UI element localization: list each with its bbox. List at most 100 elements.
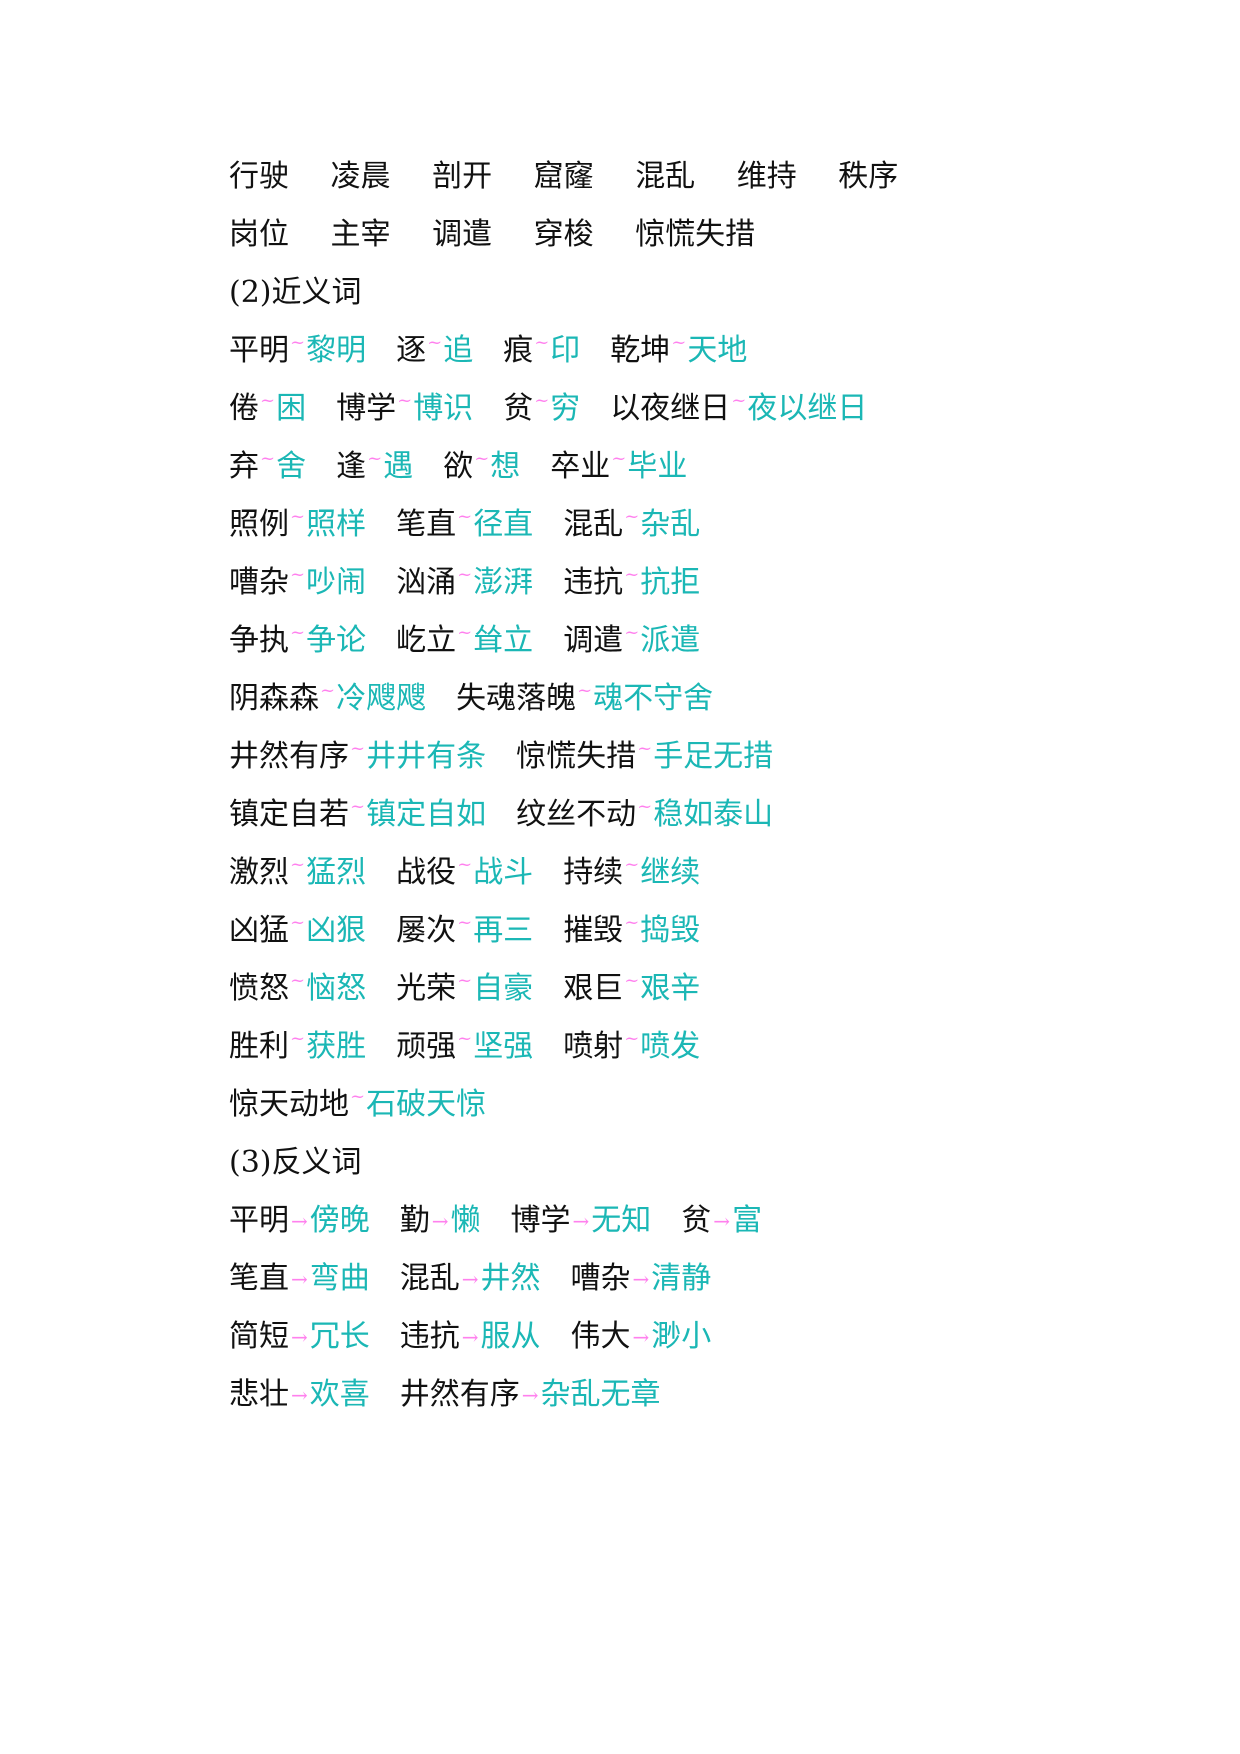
tilde-icon: ~ <box>350 796 366 817</box>
answer-word: 争论 <box>306 623 367 658</box>
synonym-pair: 激烈~猛烈 <box>229 844 366 902</box>
answer-word: 天地 <box>687 333 748 368</box>
source-word: 井然有序 <box>399 1377 520 1412</box>
tilde-icon: ~ <box>624 622 640 643</box>
synonym-pair: 喷射~喷发 <box>563 1018 700 1076</box>
synonym-pair: 持续~继续 <box>563 844 700 902</box>
answer-word: 澎湃 <box>473 565 534 600</box>
source-word: 屡次 <box>396 913 457 948</box>
answer-word: 自豪 <box>473 971 534 1006</box>
vocab-word: 主宰 <box>330 217 391 252</box>
source-word: 弃 <box>229 449 259 484</box>
tilde-icon: ~ <box>637 796 653 817</box>
tilde-icon: ~ <box>290 506 306 527</box>
antonym-pair: 贫→富 <box>681 1192 762 1252</box>
source-word: 调遣 <box>563 623 624 658</box>
tilde-icon: ~ <box>290 854 306 875</box>
synonym-list: 平明~黎明逐~追痕~印乾坤~天地倦~困博学~博识贫~穷以夜继日~夜以继日弃~舍逢… <box>229 322 1129 1134</box>
answer-word: 杂乱 <box>640 507 701 542</box>
arrow-right-icon: → <box>632 1267 650 1291</box>
tilde-icon: ~ <box>367 448 383 469</box>
synonym-pair: 调遣~派遣 <box>563 612 700 670</box>
synonym-line: 倦~困博学~博识贫~穷以夜继日~夜以继日 <box>229 380 1129 438</box>
antonym-pair: 勤→懒 <box>400 1192 481 1252</box>
source-word: 胜利 <box>229 1029 289 1064</box>
answer-word: 井井有条 <box>366 739 487 774</box>
tilde-icon: ~ <box>457 506 473 527</box>
answer-word: 径直 <box>473 507 534 542</box>
tilde-icon: ~ <box>320 680 336 701</box>
answer-word: 手足无措 <box>653 739 774 774</box>
answer-word: 战斗 <box>473 855 534 890</box>
antonym-line: 平明→傍晚勤→懒博学→无知贫→富 <box>229 1192 1129 1250</box>
source-word: 逐 <box>396 333 427 368</box>
tilde-icon: ~ <box>624 912 640 933</box>
synonym-pair: 艰巨~艰辛 <box>563 960 700 1018</box>
source-word: 喷射 <box>563 1029 624 1064</box>
tilde-icon: ~ <box>457 564 473 585</box>
synonym-pair: 失魂落魄~魂不守舍 <box>456 670 713 728</box>
answer-word: 坚强 <box>473 1029 534 1064</box>
arrow-right-icon: → <box>431 1209 449 1233</box>
source-word: 伟大 <box>570 1319 631 1354</box>
synonym-pair: 贫~穷 <box>503 380 580 438</box>
vocab-word: 秩序 <box>838 159 899 194</box>
answer-word: 印 <box>550 333 581 368</box>
answer-word: 艰辛 <box>640 971 701 1006</box>
answer-word: 获胜 <box>306 1029 367 1064</box>
source-word: 战役 <box>396 855 457 890</box>
vocab-word: 惊慌失措 <box>635 217 756 252</box>
vocab-word: 凌晨 <box>330 159 391 194</box>
vocab-line: 岗位 主宰 调遣 穿梭 惊慌失措 <box>229 206 1129 264</box>
answer-word: 杂乱无章 <box>540 1377 661 1412</box>
tilde-icon: ~ <box>457 1028 473 1049</box>
tilde-icon: ~ <box>290 332 306 353</box>
synonym-pair: 笔直~径直 <box>396 496 533 554</box>
tilde-icon: ~ <box>457 622 473 643</box>
source-word: 失魂落魄 <box>456 681 577 716</box>
synonyms-heading: (2)近义词 <box>229 275 362 310</box>
answer-word: 魂不守舍 <box>593 681 714 716</box>
answer-word: 派遣 <box>640 623 701 658</box>
answer-word: 弯曲 <box>309 1261 370 1296</box>
antonyms-heading: (3)反义词 <box>229 1145 362 1180</box>
tilde-icon: ~ <box>624 854 640 875</box>
answer-word: 毕业 <box>627 449 688 484</box>
source-word: 勤 <box>399 1203 430 1238</box>
source-word: 阴森森 <box>229 681 319 716</box>
synonym-pair: 惊慌失措~手足无措 <box>516 728 773 786</box>
vocab-word: 行驶 <box>229 159 289 194</box>
tilde-icon: ~ <box>624 1028 640 1049</box>
synonym-line: 惊天动地~石破天惊 <box>229 1076 1129 1134</box>
synonym-pair: 摧毁~捣毁 <box>563 902 700 960</box>
source-word: 平明 <box>229 333 289 368</box>
synonym-line: 弃~舍逢~遇欲~想卒业~毕业 <box>229 438 1129 496</box>
source-word: 惊慌失措 <box>516 739 637 774</box>
vocab-line: 行驶 凌晨 剖开 窟窿 混乱 维持 秩序 <box>229 148 1129 206</box>
synonym-pair: 混乱~杂乱 <box>563 496 700 554</box>
antonym-pair: 嘈杂→清静 <box>571 1250 712 1310</box>
source-word: 照例 <box>229 507 289 542</box>
source-word: 悲壮 <box>229 1377 289 1412</box>
answer-word: 欢喜 <box>309 1377 370 1412</box>
synonym-pair: 纹丝不动~稳如泰山 <box>516 786 773 844</box>
source-word: 屹立 <box>396 623 457 658</box>
tilde-icon: ~ <box>731 390 747 411</box>
synonym-pair: 凶猛~凶狠 <box>229 902 366 960</box>
antonym-pair: 笔直→弯曲 <box>229 1250 370 1310</box>
synonym-pair: 乾坤~天地 <box>610 322 747 380</box>
antonym-pair: 伟大→渺小 <box>571 1308 712 1368</box>
vocab-word: 剖开 <box>432 159 493 194</box>
tilde-icon: ~ <box>290 564 306 585</box>
synonym-pair: 争执~争论 <box>229 612 366 670</box>
synonym-pair: 胜利~获胜 <box>229 1018 366 1076</box>
source-word: 乾坤 <box>610 333 671 368</box>
source-word: 井然有序 <box>229 739 349 774</box>
antonym-line: 简短→冗长违抗→服从伟大→渺小 <box>229 1308 1129 1366</box>
arrow-right-icon: → <box>461 1267 479 1291</box>
arrow-right-icon: → <box>291 1383 308 1407</box>
synonym-pair: 嘈杂~吵闹 <box>229 554 366 612</box>
arrow-right-icon: → <box>713 1209 731 1233</box>
source-word: 愤怒 <box>229 971 289 1006</box>
synonym-pair: 以夜继日~夜以继日 <box>610 380 867 438</box>
